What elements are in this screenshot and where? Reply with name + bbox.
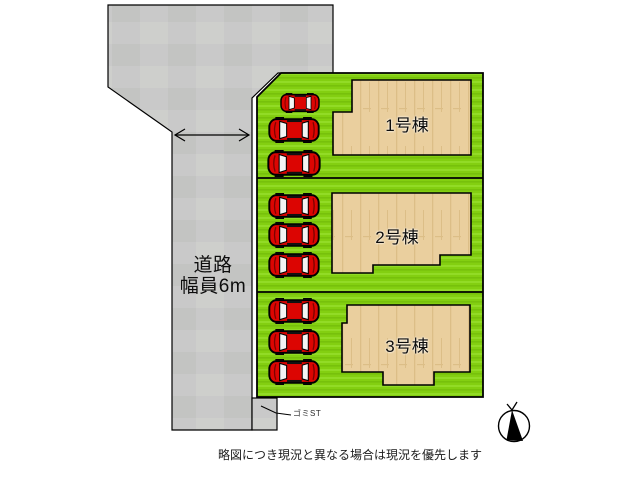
compass-icon — [497, 401, 531, 443]
car-icon — [268, 298, 320, 324]
house-1 — [332, 79, 472, 156]
garbage-station-label: ゴミST — [293, 409, 322, 418]
car-icon — [268, 329, 320, 355]
car-icon — [280, 93, 320, 113]
disclaimer-text: 略図につき現況と異なる場合は現況を優先します — [218, 448, 483, 462]
car-icon — [268, 252, 320, 278]
car-icon — [267, 150, 321, 177]
road-width-text: 幅員6m — [179, 276, 247, 297]
road-name-text: 道路 — [193, 255, 233, 276]
building-2-label: 2号棟 — [375, 228, 419, 247]
road-width-arrow-icon — [173, 128, 251, 142]
car-icon — [268, 117, 320, 143]
road-width-label: 道路 幅員6m — [175, 255, 251, 297]
garbage-station-area — [251, 397, 278, 431]
garbage-station-leader-line — [260, 405, 292, 416]
car-icon — [268, 193, 320, 219]
car-icon — [268, 359, 320, 385]
car-icon — [268, 222, 320, 248]
building-3-label: 3号棟 — [385, 337, 429, 356]
building-1-label: 1号棟 — [385, 116, 429, 135]
house-3 — [341, 304, 471, 386]
road-area — [107, 4, 334, 431]
house-2 — [331, 192, 472, 274]
